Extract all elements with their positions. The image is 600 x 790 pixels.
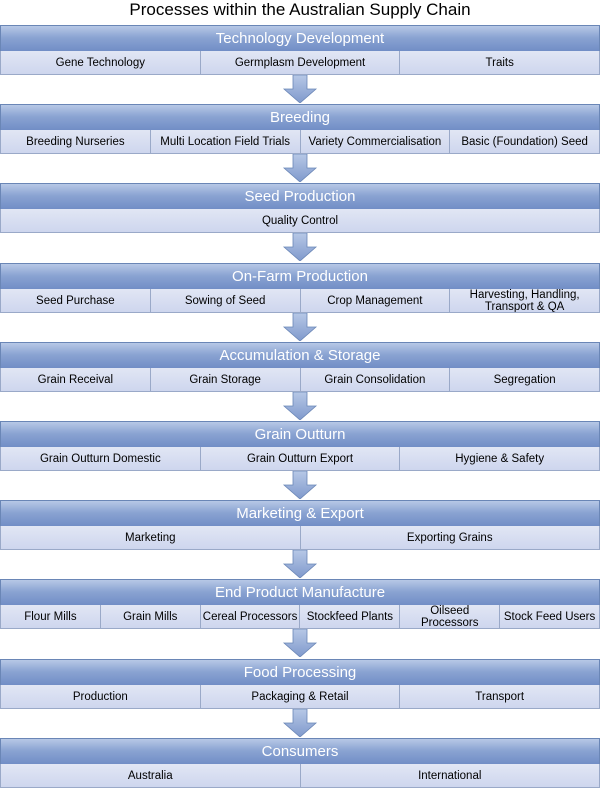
stage-header: Breeding	[0, 104, 600, 132]
stage-header: Seed Production	[0, 183, 600, 211]
stage-header: Food Processing	[0, 659, 600, 687]
diagram-title: Processes within the Australian Supply C…	[129, 0, 471, 19]
stage-item: Marketing	[0, 526, 301, 550]
down-arrow-icon	[282, 629, 318, 657]
stage-header: Grain Outturn	[0, 421, 600, 449]
down-arrow-icon	[282, 709, 318, 737]
stage-item: Grain Consolidation	[300, 368, 451, 392]
down-arrow-icon	[282, 313, 318, 341]
down-arrow-icon	[282, 392, 318, 420]
stage-header: Consumers	[0, 738, 600, 766]
stage-item: Oilseed Processors	[400, 605, 501, 629]
stage-header: End Product Manufacture	[0, 579, 600, 607]
stage-item: Sowing of Seed	[150, 289, 301, 313]
stage-item: Hygiene & Safety	[400, 447, 600, 471]
stage-item: Stock Feed Users	[500, 605, 600, 629]
stage-item: Crop Management	[300, 289, 451, 313]
stage-item: Grain Outturn Export	[200, 447, 401, 471]
stage-items: Quality Control	[0, 209, 600, 233]
stage-item: Germplasm Development	[200, 51, 401, 75]
stage-item: Breeding Nurseries	[0, 130, 151, 154]
stage-item: Packaging & Retail	[200, 685, 401, 709]
stage-item: Basic (Foundation) Seed	[450, 130, 600, 154]
stage-header: Marketing & Export	[0, 500, 600, 528]
stage-item: Quality Control	[0, 209, 600, 233]
stage-header: On-Farm Production	[0, 263, 600, 291]
down-arrow-icon	[282, 154, 318, 182]
stage-item: Variety Commercialisation	[300, 130, 451, 154]
stage-item: International	[300, 764, 600, 788]
down-arrow-icon	[282, 75, 318, 103]
stage-item: Gene Technology	[0, 51, 201, 75]
stage-header: Accumulation & Storage	[0, 342, 600, 370]
stage-item: Grain Mills	[100, 605, 201, 629]
stage-item: Flour Mills	[0, 605, 101, 629]
stage-item: Grain Storage	[150, 368, 301, 392]
stage-item: Traits	[400, 51, 600, 75]
stage-item: Transport	[400, 685, 600, 709]
down-arrow-icon	[282, 550, 318, 578]
stage-item: Cereal Processors	[200, 605, 301, 629]
stage-item: Multi Location Field Trials	[150, 130, 301, 154]
stage-header: Technology Development	[0, 25, 600, 53]
stage-item: Grain Outturn Domestic	[0, 447, 201, 471]
down-arrow-icon	[282, 233, 318, 261]
stage-item: Production	[0, 685, 201, 709]
down-arrow-icon	[282, 471, 318, 499]
stage-item: Segregation	[450, 368, 600, 392]
stage-item: Australia	[0, 764, 301, 788]
stage-item: Grain Receival	[0, 368, 151, 392]
stage-item: Stockfeed Plants	[300, 605, 401, 629]
stage-item: Exporting Grains	[300, 526, 600, 550]
stage-item: Harvesting, Handling, Transport & QA	[450, 289, 600, 313]
stage-item: Seed Purchase	[0, 289, 151, 313]
